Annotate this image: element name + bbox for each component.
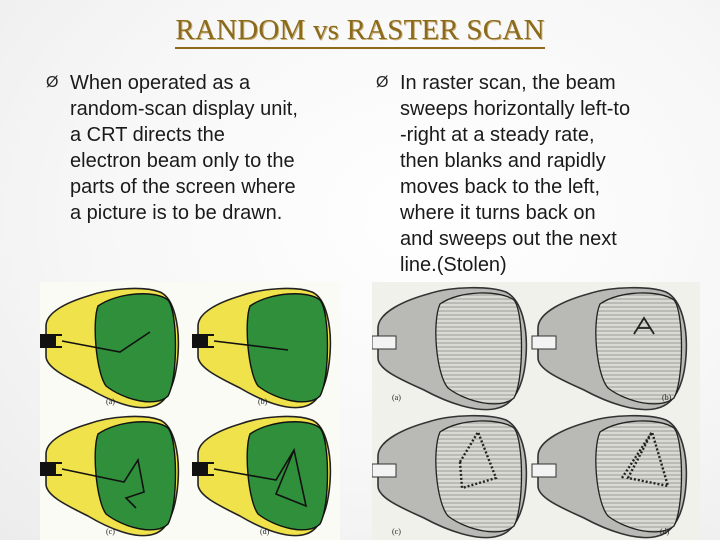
bullet-random: Ø When operated as a random-scan display… xyxy=(46,70,346,226)
bullet-raster: Ø In raster scan, the beam sweeps horizo… xyxy=(376,70,676,278)
random-tube-d: (d) xyxy=(191,415,332,537)
raster-scan-figure: (a) (b) (c) (d) xyxy=(372,282,700,540)
bullet-random-text: When operated as a random-scan display u… xyxy=(70,72,298,224)
bullet-arrow-icon: Ø xyxy=(46,74,59,91)
figure-label: (a) xyxy=(106,397,115,406)
raster-tube-c: (c) xyxy=(372,414,528,539)
figure-label: (a) xyxy=(392,393,401,402)
left-bullet: Ø When operated as a random-scan display… xyxy=(46,70,346,226)
right-bullet: Ø In raster scan, the beam sweeps horizo… xyxy=(376,70,676,280)
bullet-raster-text: In raster scan, the beam sweeps horizont… xyxy=(400,72,631,276)
figure-label: (c) xyxy=(106,527,115,536)
figure-label: (d) xyxy=(660,527,670,536)
random-tube-a: (a) xyxy=(40,287,180,409)
random-scan-figure: (a) (b) (c) (d) xyxy=(40,282,340,540)
figure-label: (b) xyxy=(258,397,268,406)
raster-scan-illustration: (a) (b) (c) (d) xyxy=(372,286,688,539)
raster-tube-d: (d) xyxy=(531,414,688,539)
figure-label: (d) xyxy=(260,527,270,536)
bullet-arrow-icon: Ø xyxy=(376,74,389,91)
raster-tube-a: (a) xyxy=(372,286,528,411)
slide-title-text: RANDOM vs RASTER SCAN xyxy=(175,14,545,49)
raster-tube-b: (b) xyxy=(531,286,688,411)
random-scan-illustration: (a) (b) (c) (d) xyxy=(40,287,332,537)
figure-label: (b) xyxy=(662,393,672,402)
random-tube-c: (c) xyxy=(40,415,180,537)
random-tube-b: (b) xyxy=(191,287,332,409)
figure-label: (c) xyxy=(392,527,401,536)
slide-title: RANDOM vs RASTER SCAN xyxy=(0,14,720,49)
